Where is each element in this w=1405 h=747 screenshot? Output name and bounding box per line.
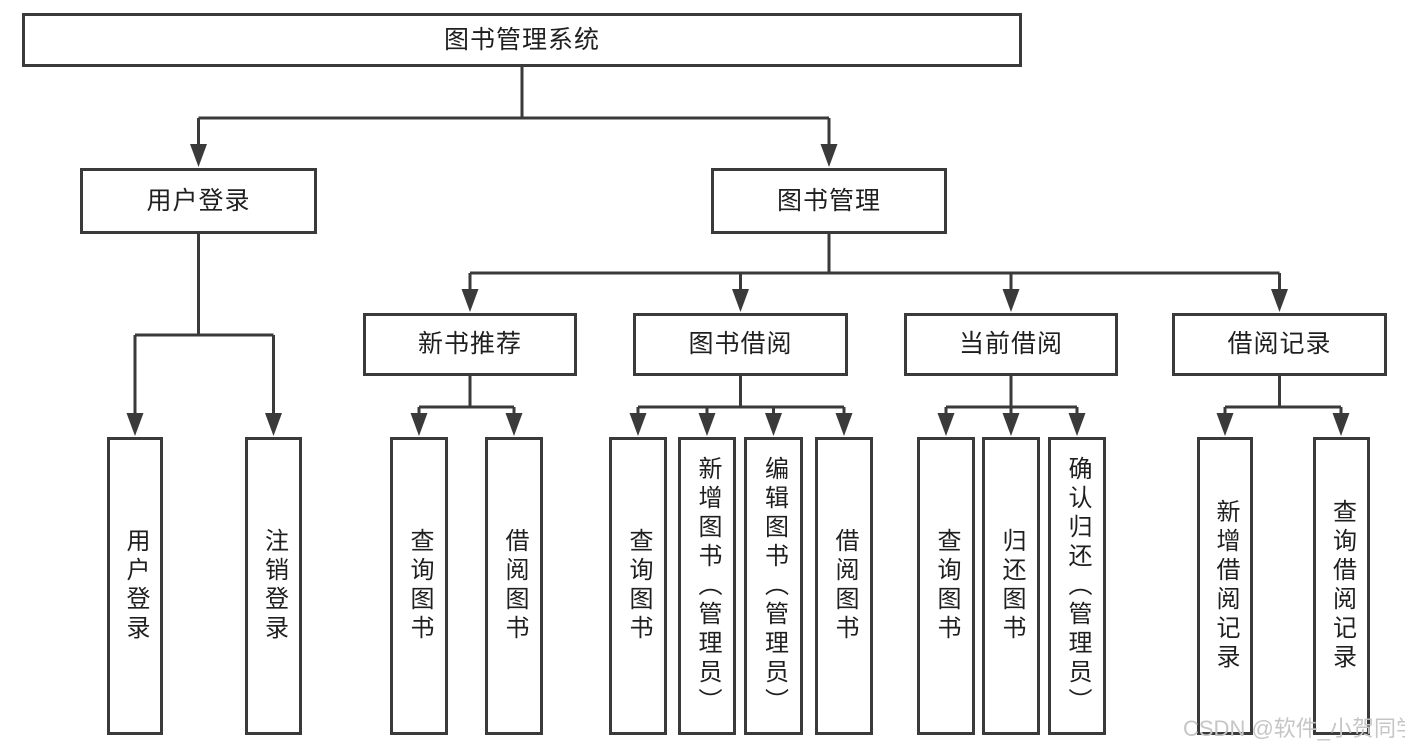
node-user-login-branch: 用户登录 <box>80 168 317 234</box>
csdn-watermark: CSDN @软件_小贺同学 <box>1183 716 1405 741</box>
leaf-user-login: 用户登录 <box>107 437 163 735</box>
node-new-book-recommend: 新书推荐 <box>363 313 577 376</box>
leaf-query-books-current: 查询图书 <box>917 437 975 735</box>
leaf-query-books-recommend: 查询图书 <box>390 437 448 735</box>
node-library-management-system: 图书管理系统 <box>22 13 1022 67</box>
leaf-add-borrow-record: 新增借阅记录 <box>1197 437 1253 735</box>
leaf-edit-books-admin: 编辑图书（管理员） <box>744 437 803 735</box>
node-book-management-branch: 图书管理 <box>711 168 947 234</box>
node-borrowing-records: 借阅记录 <box>1172 313 1387 376</box>
leaf-borrow-books: 借阅图书 <box>815 437 873 735</box>
node-current-borrowing: 当前借阅 <box>904 313 1118 376</box>
leaf-add-books-admin: 新增图书（管理员） <box>678 437 736 735</box>
arrowheads <box>126 144 1350 436</box>
leaf-return-books: 归还图书 <box>982 437 1040 735</box>
leaf-borrow-books-recommend: 借阅图书 <box>485 437 543 735</box>
node-book-borrowing: 图书借阅 <box>633 313 848 376</box>
leaf-logout: 注销登录 <box>245 437 302 735</box>
leaf-confirm-return-admin: 确认归还（管理员） <box>1048 437 1106 735</box>
leaf-query-borrow-record: 查询借阅记录 <box>1313 437 1370 735</box>
leaf-query-books-borrowing: 查询图书 <box>609 437 667 735</box>
